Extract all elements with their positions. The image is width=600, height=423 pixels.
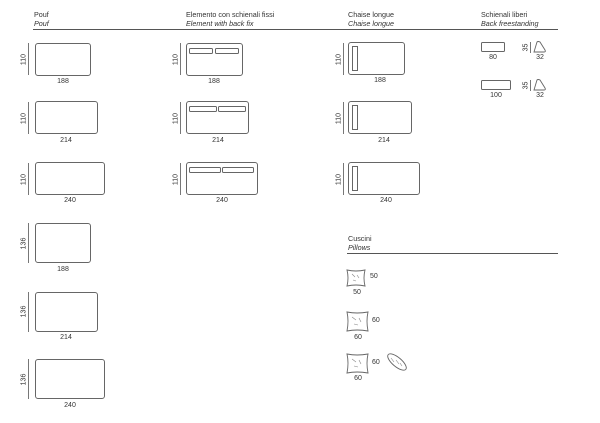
pouf-5-height-line	[28, 292, 29, 332]
pouf-2-width: 214	[60, 137, 72, 144]
chaise-214x110	[348, 101, 412, 134]
free-back-1-depth: 32	[536, 54, 544, 61]
header-pouf: Pouf Pouf	[34, 10, 49, 28]
free-back-2-height-line	[530, 80, 531, 91]
pillow-side-profile-icon	[387, 353, 407, 371]
header-fixed-back: Elemento con schienali fissi Element wit…	[186, 10, 275, 28]
pouf-188x110	[35, 43, 91, 76]
pouf-188x136	[35, 223, 91, 263]
free-back-1-width: 80	[489, 54, 497, 61]
fixed-back-3-cushion-right	[222, 167, 254, 173]
chaise-3-height-line	[343, 163, 344, 195]
fixed-back-214x110	[186, 101, 249, 134]
pillow-3-height: 60	[372, 359, 380, 366]
fixed-back-1-cushion-left	[189, 48, 213, 54]
header-free-backs-it: Schienali liberi	[481, 10, 528, 19]
pouf-3-height-line	[28, 163, 29, 195]
free-back-100-front	[481, 80, 511, 90]
pouf-5-width: 214	[60, 334, 72, 341]
pouf-240x110	[35, 162, 105, 195]
fixed-back-3-width: 240	[216, 197, 228, 204]
fixed-back-1-cushion-right	[215, 48, 239, 54]
pouf-214x110	[35, 101, 98, 134]
header-chaise: Chaise longue Chaise longue	[348, 10, 394, 28]
header-chaise-en: Chaise longue	[348, 18, 394, 28]
chaise-1-height-line	[343, 43, 344, 75]
free-back-1-height-line	[530, 42, 531, 53]
header-pillows-en: Pillows	[348, 242, 371, 252]
pouf-2-height-line	[28, 102, 29, 134]
fixed-back-240x110	[186, 162, 258, 195]
chaise-2-width: 214	[378, 137, 390, 144]
header-free-backs-en: Back freestanding	[481, 18, 539, 28]
header-pillows: Cuscini Pillows	[348, 234, 372, 252]
chaise-188x110	[348, 42, 405, 75]
chaise-240x110	[348, 162, 420, 195]
header-pouf-en: Pouf	[34, 18, 49, 28]
free-back-1-profile	[533, 41, 546, 53]
chaise-1-back	[352, 46, 358, 71]
chaise-2-height-line	[343, 102, 344, 134]
fixed-back-3-height-line	[180, 163, 181, 195]
chaise-3-width: 240	[380, 197, 392, 204]
free-back-2-depth: 32	[536, 92, 544, 99]
pouf-1-height-line	[28, 43, 29, 75]
fixed-back-1-height-line	[180, 43, 181, 75]
header-free-backs: Schienali liberi Back freestanding	[481, 10, 539, 28]
pillow-2-height: 60	[372, 317, 380, 324]
free-back-80-front	[481, 42, 505, 52]
fixed-back-2-cushion-right	[218, 106, 246, 112]
free-back-2-width: 100	[490, 92, 502, 99]
pouf-1-width: 188	[57, 78, 69, 85]
pouf-3-width: 240	[64, 197, 76, 204]
chaise-1-width: 188	[374, 77, 386, 84]
pillow-60-icon	[346, 311, 369, 332]
pillow-1-height: 50	[370, 273, 378, 280]
pouf-240x136	[35, 359, 105, 399]
pouf-4-width: 188	[57, 266, 69, 273]
header-rule	[33, 29, 558, 30]
chaise-2-back	[352, 105, 358, 130]
pouf-6-width: 240	[64, 402, 76, 409]
pouf-4-height-line	[28, 223, 29, 263]
pillow-1-width: 50	[353, 289, 361, 296]
pouf-6-height-line	[28, 359, 29, 399]
fixed-back-188x110	[186, 43, 243, 76]
header-fixed-back-en: Element with back fix	[186, 18, 254, 28]
header-chaise-it: Chaise longue	[348, 10, 394, 19]
fixed-back-1-width: 188	[208, 78, 220, 85]
header-fixed-back-it: Elemento con schienali fissi	[186, 10, 275, 19]
chaise-3-back	[352, 166, 358, 191]
fixed-back-3-cushion-left	[189, 167, 221, 173]
pillow-60-icon-2	[346, 353, 369, 374]
fixed-back-2-width: 214	[212, 137, 224, 144]
header-pouf-it: Pouf	[34, 10, 49, 19]
free-back-2-profile	[533, 79, 546, 91]
pillow-50-icon	[346, 269, 366, 287]
pillow-2-width: 60	[354, 334, 362, 341]
pouf-214x136	[35, 292, 98, 332]
fixed-back-2-cushion-left	[189, 106, 217, 112]
pillows-rule	[347, 253, 558, 254]
fixed-back-2-height-line	[180, 102, 181, 134]
header-pillows-it: Cuscini	[348, 234, 372, 243]
pillow-3-width: 60	[354, 375, 362, 382]
